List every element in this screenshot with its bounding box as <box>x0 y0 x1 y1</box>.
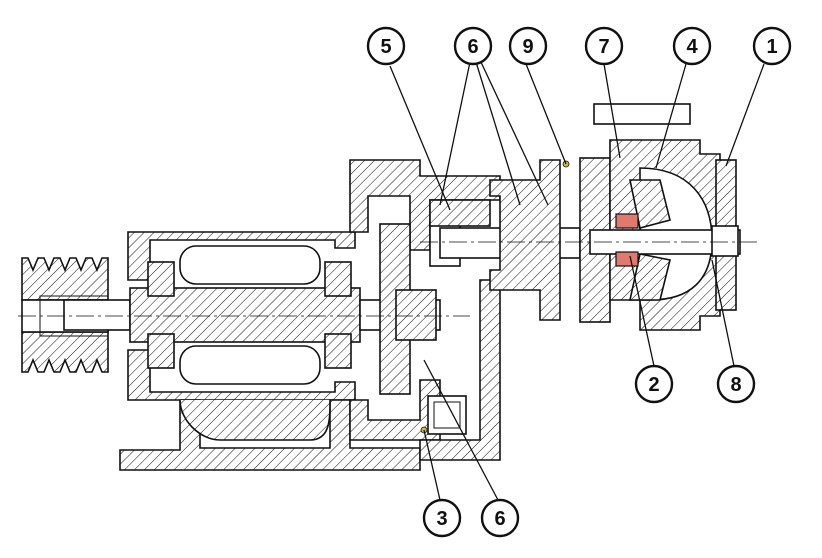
callout-label: 9 <box>522 36 533 58</box>
callout-label: 5 <box>380 36 391 58</box>
callout-7: 7 <box>584 26 624 66</box>
callout-label: 1 <box>766 36 777 58</box>
callout-5: 5 <box>366 26 406 66</box>
v-belt-pulley <box>21 257 109 373</box>
callout-6-top: 6 <box>453 26 493 66</box>
callout-label: 7 <box>598 36 609 58</box>
callout-label: 6 <box>494 508 505 530</box>
callout-8: 8 <box>716 364 756 404</box>
callout-label: 6 <box>467 36 478 58</box>
callout-label: 2 <box>648 374 659 396</box>
callout-label: 4 <box>686 36 698 58</box>
callout-label: 8 <box>730 374 741 396</box>
bearing-frame <box>127 231 356 401</box>
base-foot <box>119 399 421 471</box>
callout-4: 4 <box>672 26 712 66</box>
callout-6-bottom: 6 <box>480 498 520 538</box>
callout-9: 9 <box>508 26 548 66</box>
callout-1: 1 <box>752 26 792 66</box>
leader-lines <box>389 59 765 501</box>
callout-label: 3 <box>436 508 447 530</box>
callout-3: 3 <box>422 498 462 538</box>
callout-2: 2 <box>634 364 674 404</box>
